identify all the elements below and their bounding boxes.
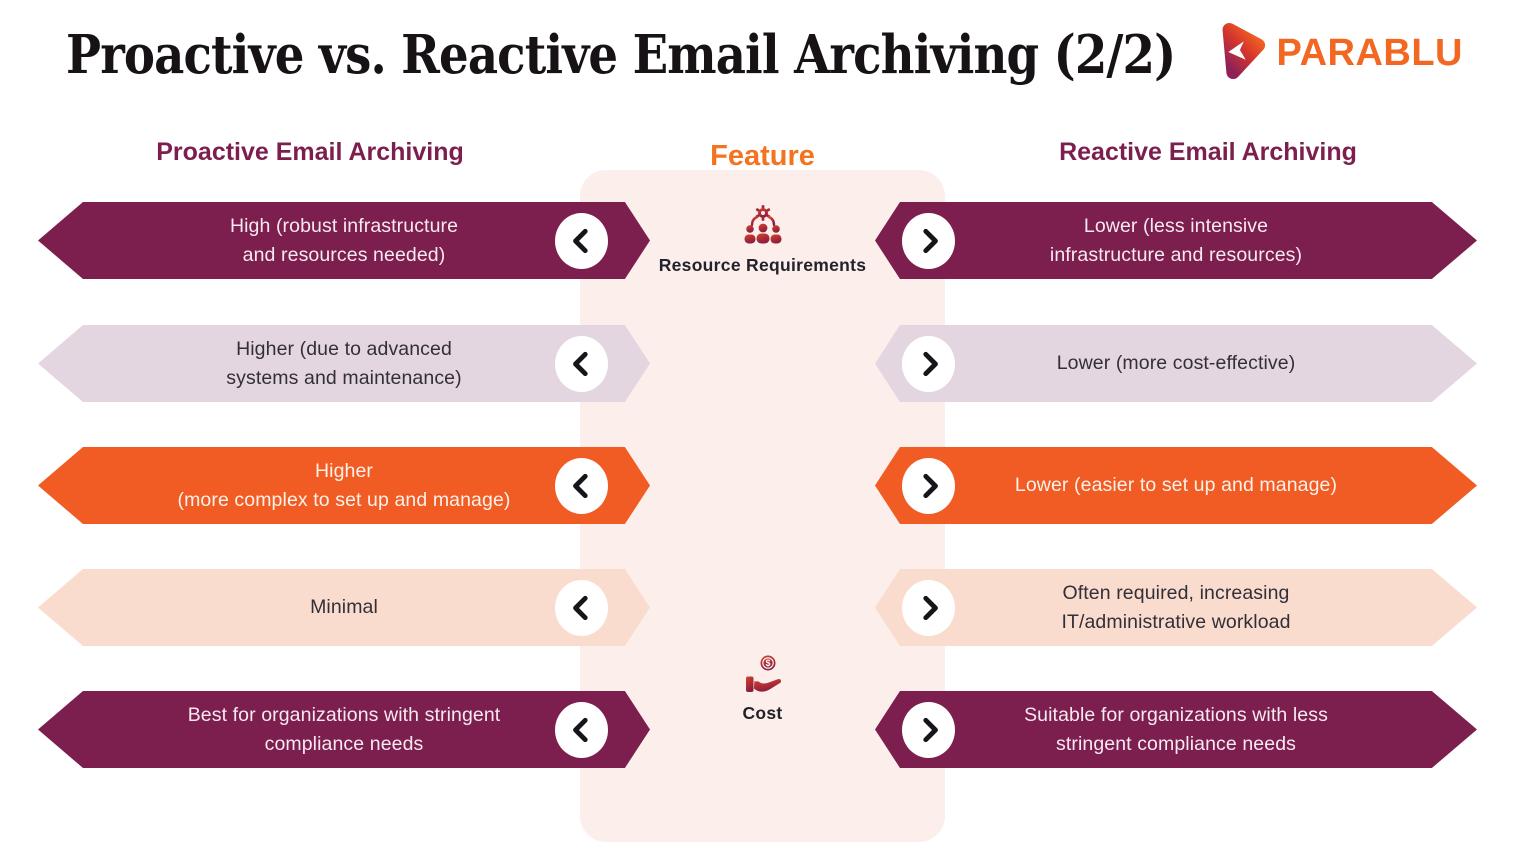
reactive-banner: Lower (more cost-effective) <box>875 325 1477 402</box>
team-gear-icon <box>744 205 781 244</box>
table-row: Minimal <box>0 569 1515 646</box>
dollar-symbol: $ <box>765 658 770 668</box>
proactive-banner: Minimal <box>38 569 650 646</box>
feature-cell: Resource Requirements <box>580 204 945 294</box>
chevron-right-icon <box>922 228 938 254</box>
proactive-value: Best for organizations with stringent co… <box>187 703 501 755</box>
chevron-left-icon <box>572 473 588 499</box>
table-row: Higher (due to advanced systems and main… <box>0 325 1515 723</box>
feature-cell: $ Cost <box>580 652 945 742</box>
proactive-value: Minimal <box>310 596 378 619</box>
chevron-right-icon <box>922 717 938 743</box>
chevron-left-icon <box>572 717 588 743</box>
reactive-value: Often required, increasing IT/administra… <box>1061 581 1291 633</box>
chevron-left-icon <box>572 228 588 254</box>
table-row: High (robust infrastructure and resource… <box>0 202 1515 279</box>
parablu-logo: PARABLU <box>1209 20 1463 87</box>
table-row: Higher (more complex to set up and manag… <box>0 447 1515 524</box>
page-title: Proactive vs. Reactive Email Archiving (… <box>66 24 1176 86</box>
chevron-right-button[interactable] <box>902 702 955 758</box>
reactive-value: Suitable for organizations with less str… <box>1024 703 1328 755</box>
proactive-banner: High (robust infrastructure and resource… <box>38 202 650 279</box>
chevron-left-button[interactable] <box>555 336 608 392</box>
reactive-column-header: Reactive Email Archiving <box>1059 138 1357 166</box>
reactive-banner: Lower (easier to set up and manage) <box>875 447 1477 524</box>
parablu-logo-text: PARABLU <box>1276 32 1463 74</box>
proactive-column-header: Proactive Email Archiving <box>156 138 464 166</box>
reactive-banner: Suitable for organizations with less str… <box>875 691 1477 768</box>
proactive-banner: Higher (due to advanced systems and main… <box>38 325 650 402</box>
chevron-right-icon <box>922 473 938 499</box>
chevron-right-button[interactable] <box>902 336 955 392</box>
parablu-logo-icon <box>1209 20 1267 87</box>
chevron-left-button[interactable] <box>555 458 608 514</box>
chevron-right-button[interactable] <box>902 580 955 636</box>
chevron-left-button[interactable] <box>555 580 608 636</box>
reactive-value: Lower (easier to set up and manage) <box>1014 474 1338 497</box>
reactive-banner: Often required, increasing IT/administra… <box>875 569 1477 646</box>
proactive-value: Higher (more complex to set up and manag… <box>177 459 511 511</box>
chevron-right-button[interactable] <box>902 458 955 514</box>
chevron-left-button[interactable] <box>555 213 608 269</box>
proactive-value: Higher (due to advanced systems and main… <box>226 337 462 389</box>
chevron-right-icon <box>922 351 938 377</box>
reactive-value: Lower (less intensive infrastructure and… <box>1049 214 1303 266</box>
feature-column-header: Feature <box>710 140 815 172</box>
chevron-right-button[interactable] <box>902 213 955 269</box>
feature-label: Resource Requirements <box>658 255 867 275</box>
hand-coin-icon: $ <box>745 655 781 692</box>
chevron-left-icon <box>572 351 588 377</box>
feature-label: Cost <box>742 703 783 723</box>
chevron-left-icon <box>572 595 588 621</box>
reactive-value: Lower (more cost-effective) <box>1056 352 1296 375</box>
proactive-banner: Higher (more complex to set up and manag… <box>38 447 650 524</box>
table-row: Best for organizations with stringent co… <box>0 691 1515 768</box>
proactive-value: High (robust infrastructure and resource… <box>229 214 459 266</box>
reactive-banner: Lower (less intensive infrastructure and… <box>875 202 1477 279</box>
chevron-left-button[interactable] <box>555 702 608 758</box>
proactive-banner: Best for organizations with stringent co… <box>38 691 650 768</box>
chevron-right-icon <box>922 595 938 621</box>
